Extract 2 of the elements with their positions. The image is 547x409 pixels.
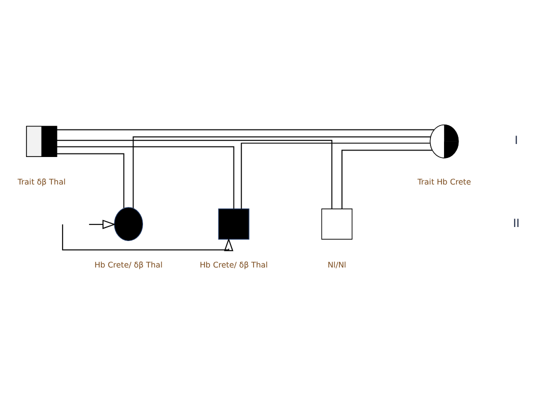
label: II	[512, 216, 520, 230]
label: I	[514, 134, 518, 147]
